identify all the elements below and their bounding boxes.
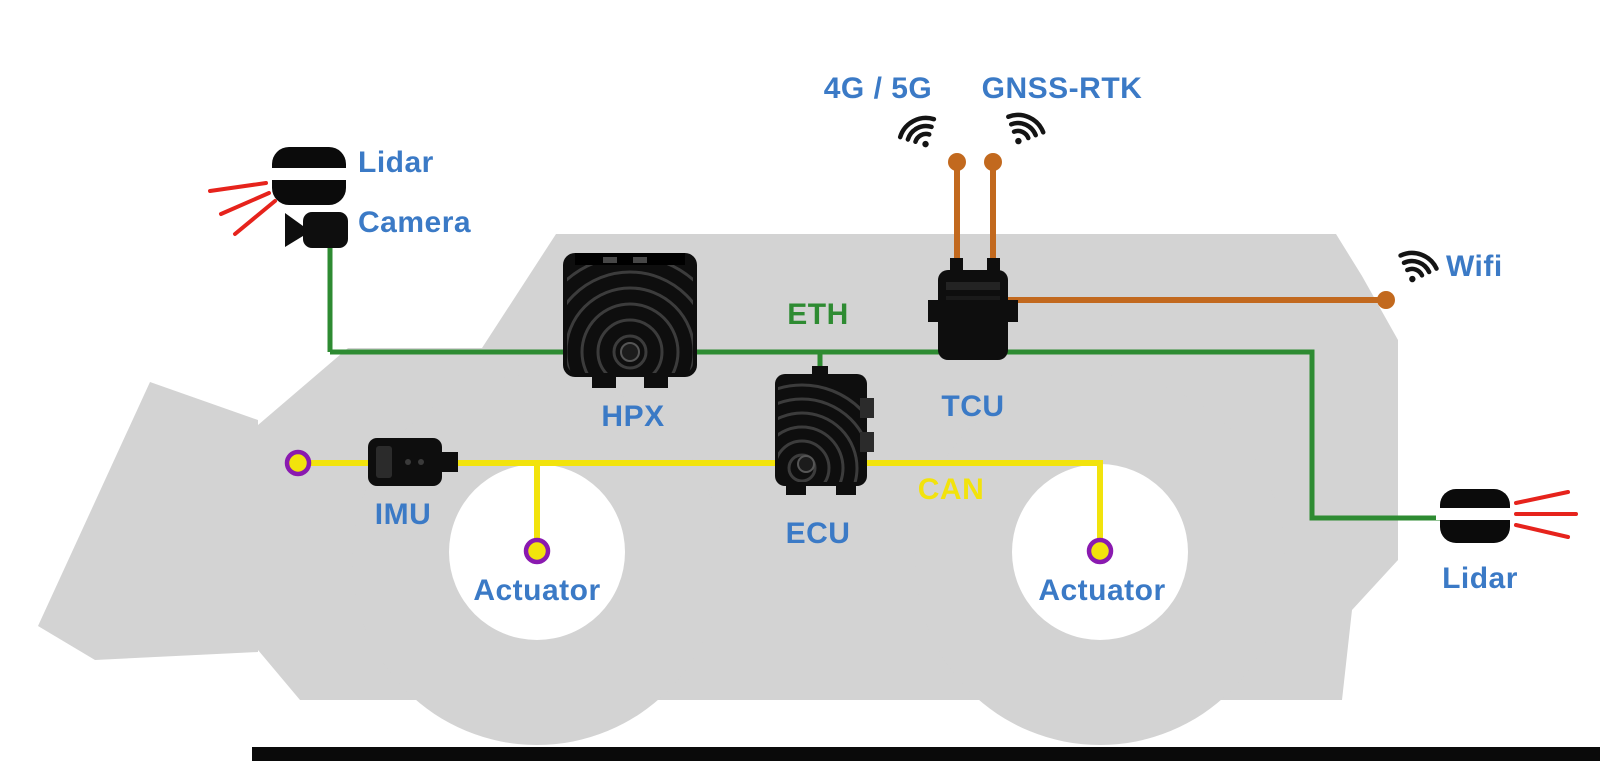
label-ecu: ECU — [785, 517, 851, 550]
can-bus-line — [298, 460, 1103, 551]
tcu-device — [928, 258, 1018, 360]
ground-line — [252, 747, 1600, 761]
gnss-antenna-dot — [984, 153, 1002, 171]
label-gnss: GNSS-RTK — [981, 72, 1143, 105]
label-lidar-rear: Lidar — [1442, 562, 1518, 595]
camera-icon — [285, 212, 348, 248]
label-lidar-front: Lidar — [358, 146, 434, 179]
loader-bucket — [38, 382, 258, 660]
actuator-front-node — [523, 537, 551, 565]
ecu-device — [775, 366, 874, 495]
lidar-rear-icon — [1436, 489, 1578, 543]
label-camera: Camera — [358, 206, 472, 239]
hpx-device — [563, 253, 697, 388]
gnss-signal-icon — [1006, 112, 1046, 145]
cellular-signal-icon — [897, 115, 937, 148]
wifi-signal-icon — [1398, 250, 1439, 283]
wifi-antenna-dot — [1377, 291, 1395, 309]
imu-device — [368, 438, 458, 486]
label-hpx: HPX — [601, 400, 665, 433]
lidar-front-beams — [208, 181, 277, 236]
label-tcu: TCU — [941, 390, 1005, 423]
antenna-lines — [954, 162, 1386, 303]
label-imu: IMU — [374, 498, 432, 531]
label-wifi: Wifi — [1446, 250, 1503, 283]
imu-node — [284, 449, 312, 477]
actuator-rear-node — [1086, 537, 1114, 565]
label-cellular: 4G / 5G — [823, 72, 933, 105]
label-can-bus: CAN — [917, 473, 985, 506]
lidar-front-icon — [208, 147, 350, 236]
label-actuator-front: Actuator — [473, 574, 601, 607]
label-eth-bus: ETH — [787, 298, 849, 331]
cellular-antenna-dot — [948, 153, 966, 171]
lidar-rear-beams — [1514, 490, 1578, 539]
label-actuator-rear: Actuator — [1038, 574, 1166, 607]
